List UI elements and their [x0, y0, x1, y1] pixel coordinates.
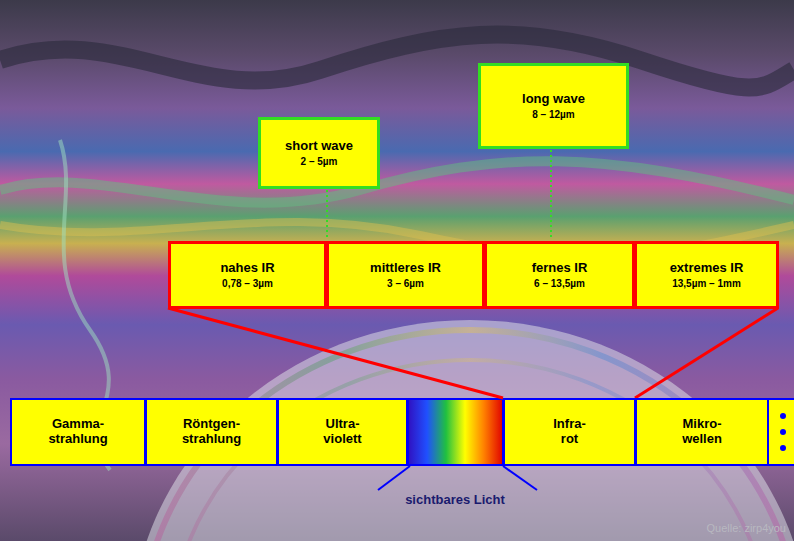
ir-range-box: nahes IR 0,78 – 3µm — [168, 241, 327, 309]
band-callout: short wave 2 – 5µm — [258, 117, 380, 189]
leader-line — [550, 150, 552, 240]
ir-range-box: extremes IR 13,5µm – 1mm — [634, 241, 779, 309]
band-callout: long wave 8 – 12µm — [478, 63, 629, 149]
zoom-line — [168, 308, 503, 398]
pointer-line — [503, 466, 537, 490]
box-heading: extremes IR — [670, 260, 744, 276]
band-name: Gamma- strahlung — [38, 417, 118, 447]
zoom-line — [635, 308, 778, 398]
range-value: 13,5µm – 1mm — [672, 278, 741, 290]
band-name: Ultra- violett — [315, 417, 371, 447]
range-value: 3 – 6µm — [387, 278, 424, 290]
box-heading: fernes IR — [532, 260, 588, 276]
source-note: Quelle: zirp4you — [707, 522, 787, 534]
range-value: 2 – 5µm — [301, 156, 338, 168]
spectrum-label: sichtbares Licht — [405, 492, 505, 507]
spectrum-box: Gamma- strahlung — [10, 398, 146, 466]
band-name: Infra- rot — [547, 417, 592, 447]
box-heading: mittleres IR — [370, 260, 441, 276]
ir-range-box: fernes IR 6 – 13,5µm — [484, 241, 635, 309]
range-value: 6 – 13,5µm — [534, 278, 585, 290]
spectrum-box: Mikro- wellen — [635, 398, 769, 466]
spectrum-box: Ultra- violett — [277, 398, 408, 466]
box-heading: nahes IR — [220, 260, 274, 276]
leader-line — [326, 190, 328, 240]
box-heading: long wave — [522, 91, 585, 107]
visible-spectrum — [408, 399, 503, 465]
band-name: Röntgen- strahlung — [172, 417, 252, 447]
spectrum-box: Infra- rot — [503, 398, 636, 466]
spectrum-box: Röntgen- strahlung — [145, 398, 278, 466]
range-value: 8 – 12µm — [532, 109, 574, 121]
band-name: Mikro- wellen — [671, 417, 733, 447]
box-heading: short wave — [285, 138, 353, 154]
continuation-box — [768, 399, 794, 465]
ir-range-box: mittleres IR 3 – 6µm — [326, 241, 485, 309]
range-value: 0,78 – 3µm — [222, 278, 273, 290]
pointer-line — [378, 466, 410, 490]
